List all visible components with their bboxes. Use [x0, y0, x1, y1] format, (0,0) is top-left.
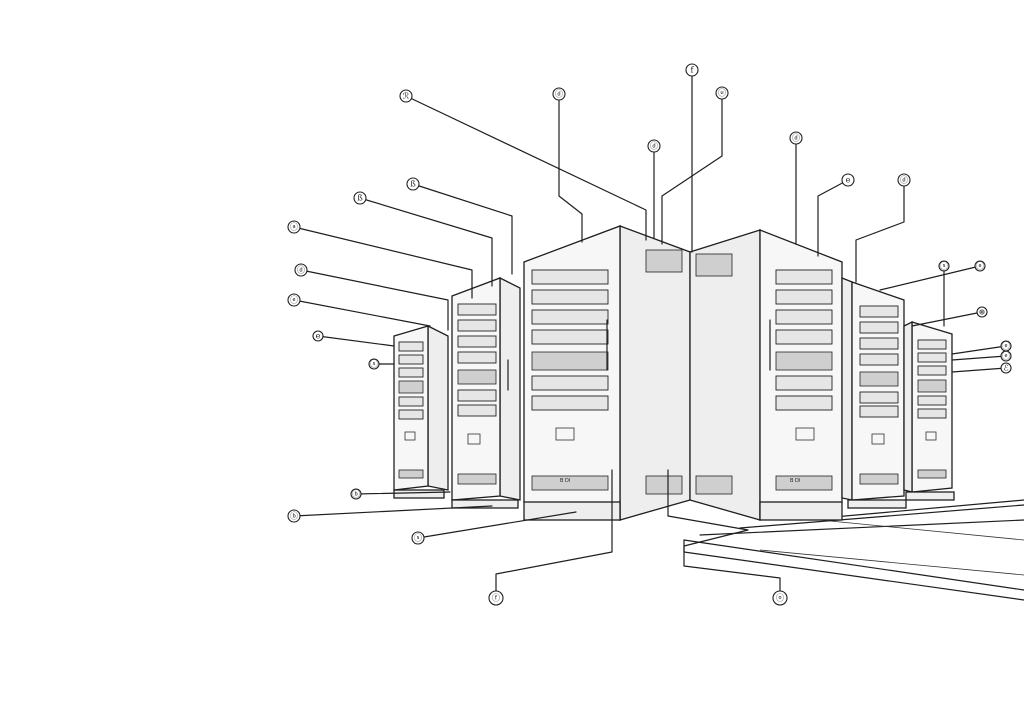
callout-marker: e — [312, 330, 324, 342]
callout-marker: ℛ — [399, 89, 413, 103]
rack-label: B DI — [560, 478, 570, 484]
callout-markers: ℛ ⓓ f ⓤ ⓓ ⓓ e ⓓ ß ß ⓐ ⓓ ⓔ e ⓢ ⓑ ⓑ ⓢ ⓕ ⓞ … — [287, 63, 1012, 606]
svg-text:ⓑ: ⓑ — [290, 512, 298, 521]
svg-text:ⓓ: ⓓ — [555, 90, 563, 99]
callout-marker: ⓐ — [287, 220, 301, 234]
svg-text:ⓢ: ⓢ — [940, 262, 948, 271]
svg-text:ⓤ: ⓤ — [718, 89, 726, 98]
rack-far-left — [393, 324, 449, 499]
leader-lines — [293, 69, 1007, 599]
callout-marker: ⓑ — [287, 509, 301, 523]
svg-text:ⓢ: ⓢ — [414, 534, 422, 543]
svg-text:ⓕ: ⓕ — [492, 594, 500, 603]
callout-marker: ⓤ — [715, 86, 729, 100]
svg-text:⊛: ⊛ — [979, 308, 986, 317]
callout-marker: e — [841, 173, 855, 187]
svg-text:ⓢ: ⓢ — [370, 360, 378, 369]
svg-text:ⓔ: ⓔ — [976, 262, 984, 271]
callout-marker: ß — [406, 177, 420, 191]
svg-text:ß: ß — [410, 180, 415, 189]
svg-text:e: e — [846, 176, 851, 185]
callout-marker: ⓓ — [789, 131, 803, 145]
callout-marker: ⓓ — [647, 139, 661, 153]
callout-marker: ⊛ — [976, 306, 988, 318]
callout-marker: ⓑ — [350, 488, 362, 500]
svg-text:ⓑ: ⓑ — [352, 490, 360, 499]
floor-platform — [683, 499, 1024, 601]
svg-text:ⓔ: ⓔ — [290, 296, 298, 305]
drive-slots — [398, 341, 424, 420]
svg-text:ⓔ: ⓔ — [1002, 352, 1010, 361]
callout-marker: ℰ — [1000, 362, 1012, 374]
svg-text:ℛ: ℛ — [403, 92, 410, 101]
svg-text:ß: ß — [357, 194, 362, 203]
svg-text:ⓓ: ⓓ — [650, 142, 658, 151]
rack-front-left: B DI — [523, 225, 691, 521]
callout-marker: ⓓ — [552, 87, 566, 101]
callout-marker: ⓔ — [287, 293, 301, 307]
svg-text:ⓓ: ⓓ — [297, 266, 305, 275]
svg-text:ⓐ: ⓐ — [290, 223, 298, 232]
callout-marker: ⓔ — [974, 260, 986, 272]
callout-marker: ⓕ — [488, 590, 504, 606]
rack-label: B DI — [790, 478, 800, 484]
svg-text:ⓓ: ⓓ — [792, 134, 800, 143]
callout-marker: ⓔ — [1000, 350, 1012, 362]
svg-text:f: f — [691, 66, 695, 75]
callout-marker: ⓞ — [772, 590, 788, 606]
callout-marker: f — [685, 63, 699, 77]
callout-marker: ⓓ — [897, 173, 911, 187]
rack-front-right: B DI — [689, 229, 843, 521]
svg-text:e: e — [316, 332, 321, 341]
svg-text:ⓞ: ⓞ — [776, 594, 784, 603]
callout-marker: ß — [353, 191, 367, 205]
rack-far-right — [903, 320, 955, 501]
svg-text:ℰ: ℰ — [1004, 364, 1009, 373]
callout-marker: ⓔ — [1000, 340, 1012, 352]
rack-left — [451, 276, 521, 509]
svg-text:ⓓ: ⓓ — [900, 176, 908, 185]
callout-marker: ⓓ — [294, 263, 308, 277]
callout-marker: ⓢ — [368, 358, 380, 370]
callout-marker: ⓢ — [938, 260, 950, 272]
callout-marker: ⓢ — [411, 531, 425, 545]
svg-text:ⓔ: ⓔ — [1002, 342, 1010, 351]
rack-right — [841, 277, 907, 509]
